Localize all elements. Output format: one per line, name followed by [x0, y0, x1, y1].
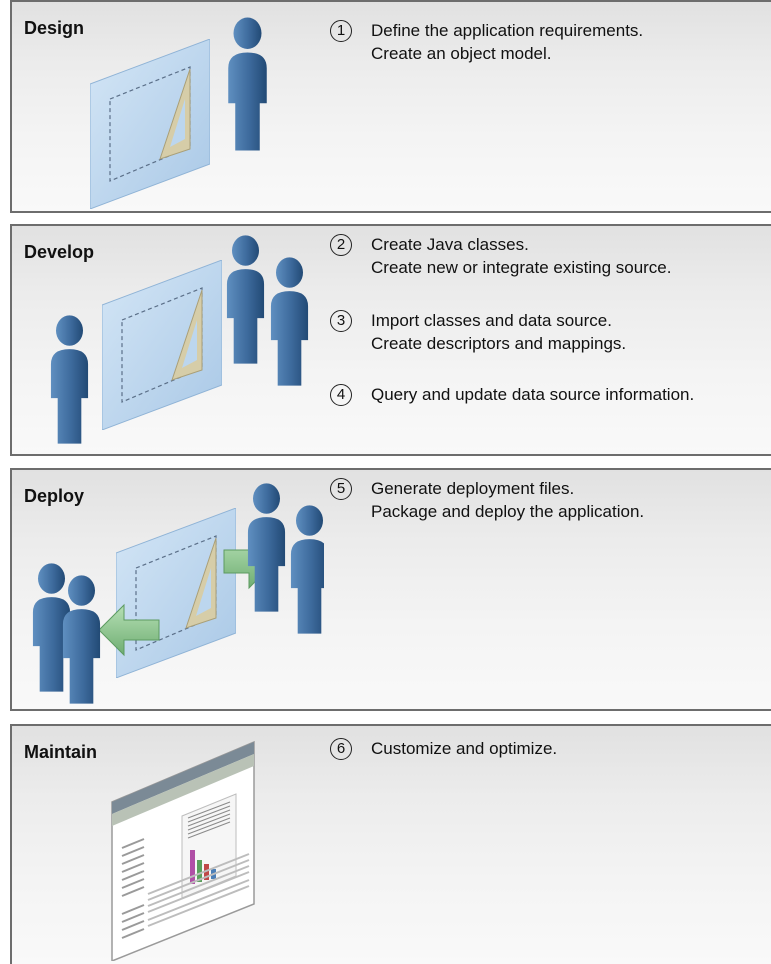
- deploy-illustration: [32, 483, 324, 704]
- design-illustration: [90, 17, 267, 209]
- develop-panel: Develop 2 Create Java classes. Create ne…: [10, 224, 771, 456]
- step-number-badge: 1: [330, 20, 352, 42]
- phase-title: Maintain: [24, 742, 98, 762]
- step-text: Package and deploy the application.: [371, 502, 645, 521]
- maintain-panel: Maintain: [10, 724, 771, 964]
- step-text: Customize and optimize.: [371, 739, 558, 758]
- phase-title: Design: [24, 18, 85, 38]
- step-text: Create an object model.: [371, 44, 552, 63]
- step-number-badge: 6: [330, 738, 352, 760]
- phase-title: Deploy: [24, 486, 85, 506]
- step-text: Define the application requirements.: [371, 21, 644, 40]
- step-text: Generate deployment files.: [371, 479, 575, 498]
- step-text: Create new or integrate existing source.: [371, 258, 672, 277]
- step-number-badge: 4: [330, 384, 352, 406]
- step-number-badge: 2: [330, 234, 352, 256]
- step-text: Create descriptors and mappings.: [371, 334, 627, 353]
- left-arrow-icon: [98, 603, 160, 657]
- step-text: Create Java classes.: [371, 235, 529, 254]
- deploy-panel: Deploy 5 Generate deployment files. Pack…: [10, 468, 771, 711]
- step-text: Import classes and data source.: [371, 311, 612, 330]
- step-number-badge: 3: [330, 310, 352, 332]
- step-text: Query and update data source information…: [371, 385, 695, 404]
- phase-title: Develop: [24, 242, 95, 262]
- develop-illustration: [50, 235, 309, 444]
- design-panel: Design 1 Define the application requirem…: [10, 0, 771, 213]
- application-window-illustration: [111, 740, 255, 961]
- step-number-badge: 5: [330, 478, 352, 500]
